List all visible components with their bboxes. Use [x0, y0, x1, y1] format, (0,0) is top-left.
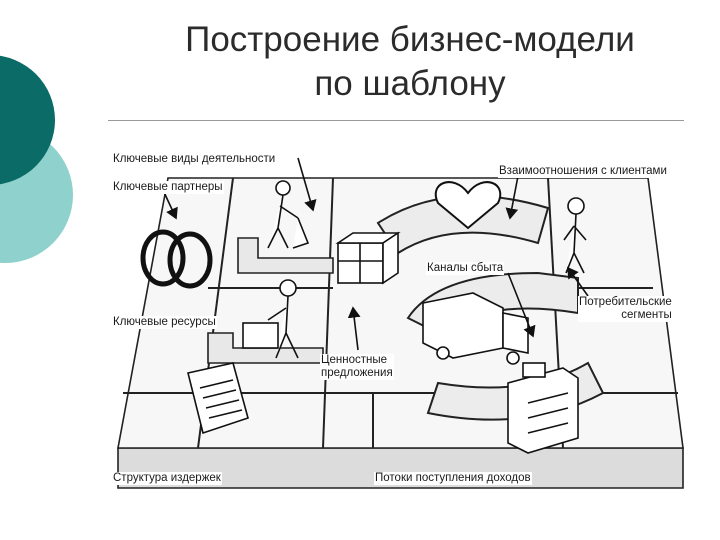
label-value-propositions-line-2: предложения	[321, 367, 393, 380]
label-customer-segments: Потребительские сегменты	[578, 296, 673, 322]
title-divider	[108, 120, 684, 121]
label-value-propositions-line-1: Ценностные	[321, 354, 393, 367]
label-customer-segments-line-1: Потребительские	[579, 296, 672, 309]
label-revenue-streams: Потоки поступления доходов	[374, 472, 532, 485]
gift-box-icon	[338, 233, 398, 283]
label-key-partners: Ключевые партнеры	[112, 181, 224, 194]
slide-title-line-1: Построение бизнес-модели	[110, 18, 710, 62]
label-customer-relationships: Взаимоотношения с клиентами	[498, 165, 668, 178]
label-customer-segments-line-2: сегменты	[579, 309, 672, 322]
label-key-resources: Ключевые ресурсы	[112, 316, 217, 329]
slide-title-line-2: по шаблону	[110, 62, 710, 106]
label-cost-structure: Структура издержек	[112, 472, 222, 485]
slide-title: Построение бизнес-модели по шаблону	[110, 18, 710, 106]
business-model-canvas: Ключевые виды деятельности Ключевые парт…	[108, 148, 688, 498]
label-key-activities: Ключевые виды деятельности	[112, 153, 276, 166]
label-value-propositions: Ценностные предложения	[320, 354, 394, 380]
label-channels: Каналы сбыта	[426, 262, 504, 275]
